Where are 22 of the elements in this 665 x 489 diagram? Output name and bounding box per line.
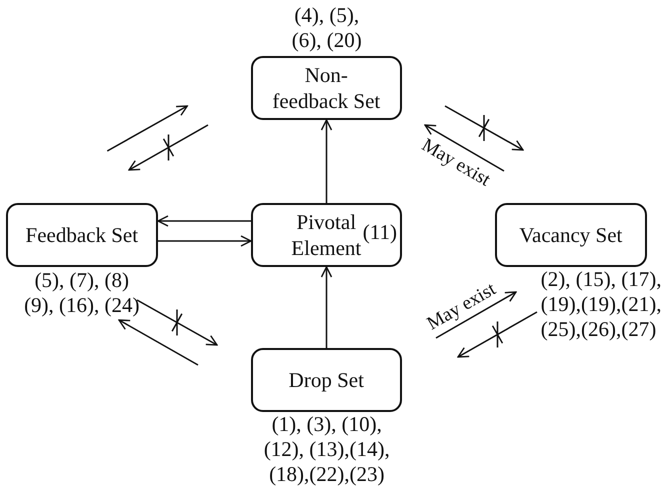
arrow [320,119,332,203]
process-box [251,203,402,267]
equation-references: (1), (3), (10), (12), (13),(14), (18),(22),(23) [262,412,391,487]
arrow [424,124,504,172]
equation-references: (4), (5), (6), (20) [290,2,363,53]
arrow [157,215,251,227]
arrow [128,124,208,171]
equation-references: (2), (15), (17), (19),(19),(21), (25),(26),(27) [540,266,663,342]
arrow [436,291,517,339]
node-number: (11) [362,219,397,245]
equation-references: (5), (7), (8) (9), (16), (24) [23,268,141,318]
node-label: Non-feedback Set [271,62,382,114]
node-label: Feedback Set [24,222,140,248]
arrow [106,105,188,152]
node-label: Vacancy Set [518,222,624,248]
arrow [118,319,198,366]
arrow [444,105,524,151]
arrow [158,235,252,247]
arrow [320,266,332,348]
arrow [457,311,538,358]
node-label: Drop Set [288,366,365,393]
arrow [136,299,218,346]
